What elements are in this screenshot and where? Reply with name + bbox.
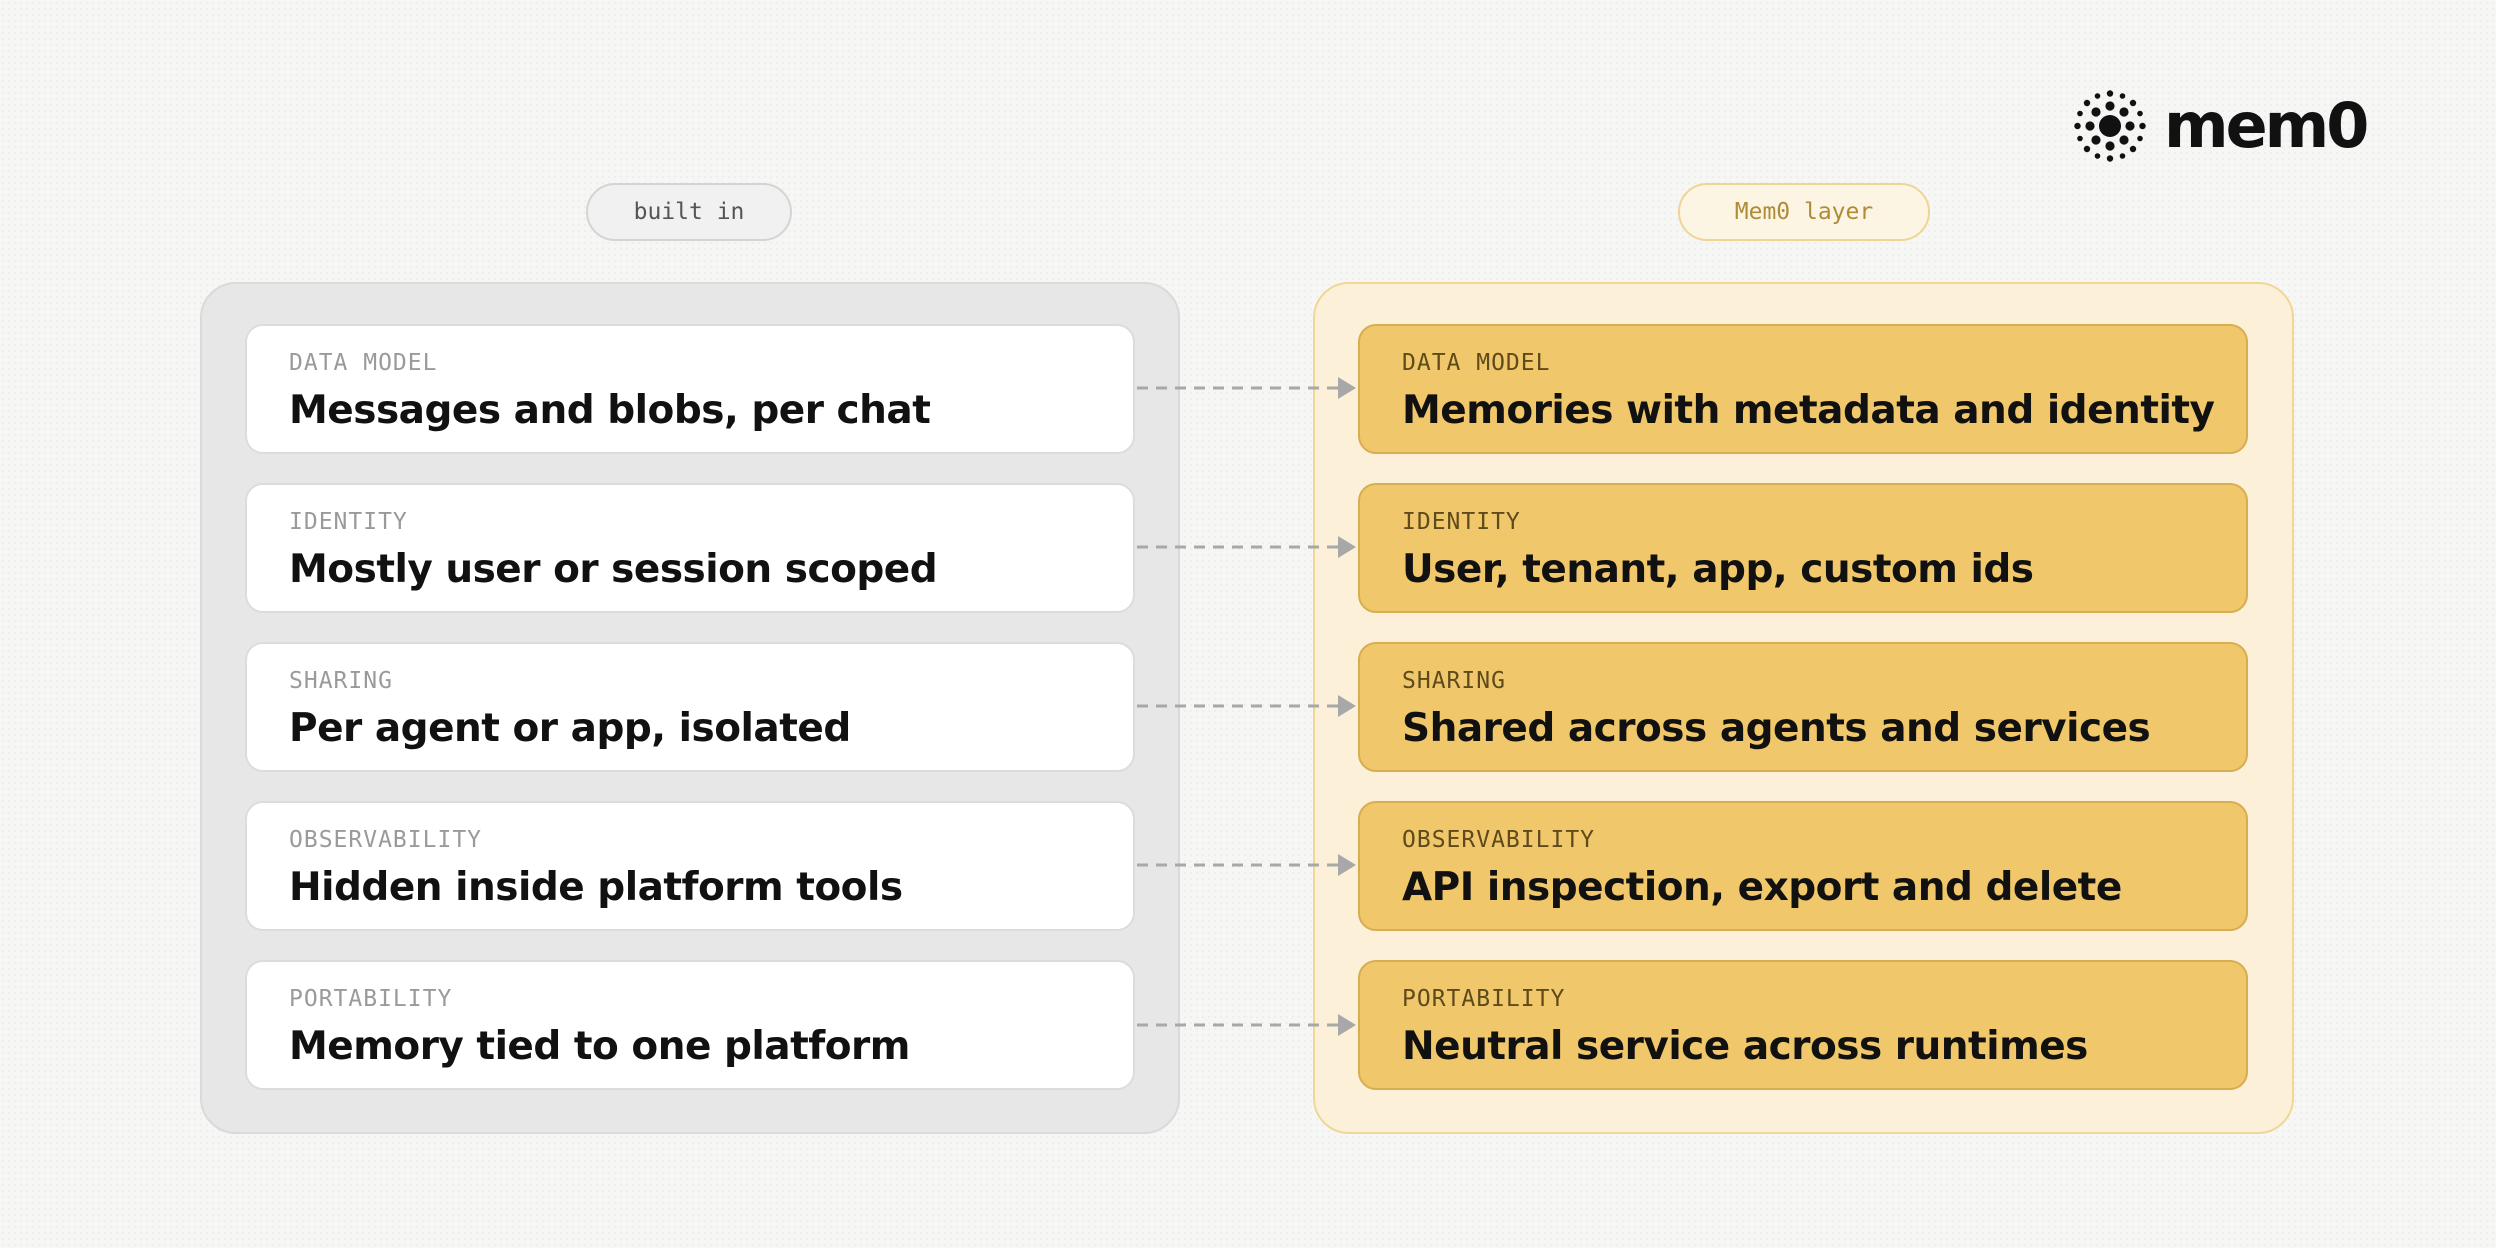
card-text: Neutral service across runtimes	[1402, 1024, 2088, 1069]
card-label: OBSERVABILITY	[289, 827, 483, 853]
built-in-card-portability: PORTABILITY Memory tied to one platform	[245, 960, 1135, 1090]
card-label: OBSERVABILITY	[1402, 827, 1596, 853]
card-text: Hidden inside platform tools	[289, 865, 903, 910]
card-text: API inspection, export and delete	[1402, 865, 2122, 910]
mem0-logo: mem0	[2074, 89, 2369, 162]
mem0-card-observability: OBSERVABILITY API inspection, export and…	[1358, 801, 2248, 931]
built-in-card-identity: IDENTITY Mostly user or session scoped	[245, 483, 1135, 613]
mem0-card-data-model: DATA MODEL Memories with metadata and id…	[1358, 324, 2248, 454]
card-label: DATA MODEL	[1402, 350, 1551, 376]
card-text: Memories with metadata and identity	[1402, 388, 2215, 433]
card-text: Mostly user or session scoped	[289, 547, 938, 592]
built-in-badge: built in	[586, 183, 792, 241]
card-text: User, tenant, app, custom ids	[1402, 547, 2034, 592]
mem0-card-identity: IDENTITY User, tenant, app, custom ids	[1358, 483, 2248, 613]
mem0-card-sharing: SHARING Shared across agents and service…	[1358, 642, 2248, 772]
logo-wordmark: mem0	[2164, 89, 2369, 162]
mem0-layer-badge: Mem0 layer	[1678, 183, 1930, 241]
mem0-card-portability: PORTABILITY Neutral service across runti…	[1358, 960, 2248, 1090]
card-label: IDENTITY	[289, 509, 408, 535]
card-label: DATA MODEL	[289, 350, 438, 376]
card-text: Per agent or app, isolated	[289, 706, 851, 751]
card-text: Memory tied to one platform	[289, 1024, 910, 1069]
built-in-card-data-model: DATA MODEL Messages and blobs, per chat	[245, 324, 1135, 454]
mem0-dots-icon	[2074, 90, 2146, 162]
built-in-card-observability: OBSERVABILITY Hidden inside platform too…	[245, 801, 1135, 931]
card-label: SHARING	[1402, 668, 1506, 694]
card-label: PORTABILITY	[1402, 986, 1566, 1012]
card-text: Shared across agents and services	[1402, 706, 2151, 751]
card-label: SHARING	[289, 668, 393, 694]
card-text: Messages and blobs, per chat	[289, 388, 931, 433]
built-in-card-sharing: SHARING Per agent or app, isolated	[245, 642, 1135, 772]
card-label: IDENTITY	[1402, 509, 1521, 535]
card-label: PORTABILITY	[289, 986, 453, 1012]
